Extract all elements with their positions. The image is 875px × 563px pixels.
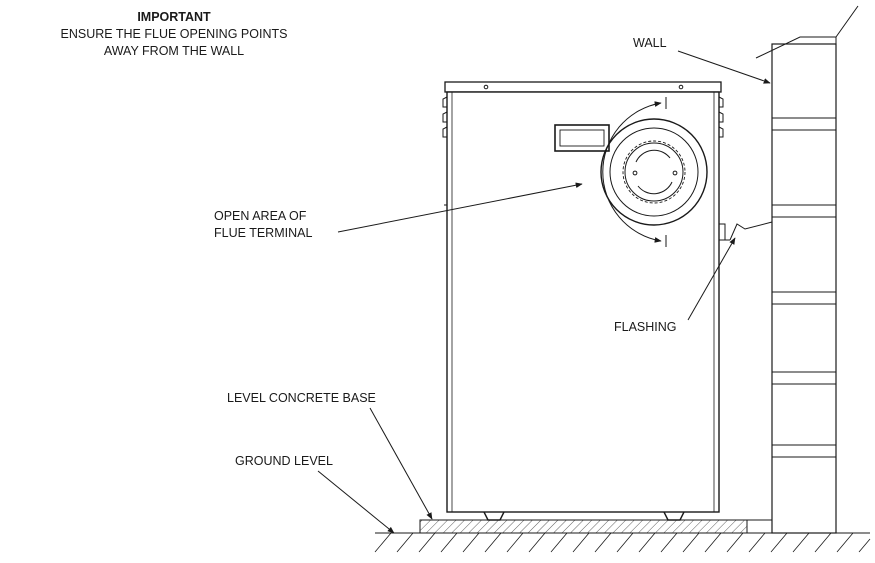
notice-line-2: AWAY FROM THE WALL [104, 44, 244, 58]
open-area-leader [337, 182, 583, 233]
right-foot [663, 511, 685, 521]
ground [374, 532, 871, 553]
notice-line-1: ENSURE THE FLUE OPENING POINTS [61, 27, 288, 41]
label-concrete-base: LEVEL CONCRETE BASE [227, 391, 376, 405]
notice-heading: IMPORTANT [137, 10, 211, 24]
ground-hatching [374, 532, 871, 553]
flashing-leader [687, 237, 736, 321]
wall-leader [677, 50, 771, 84]
label-open-area-1: OPEN AREA OF [214, 209, 307, 223]
left-foot [483, 511, 505, 521]
open-area-arc [602, 101, 662, 243]
right-louvres [718, 96, 724, 138]
concrete-base [419, 519, 748, 534]
wall [747, 5, 859, 534]
label-flashing: FLASHING [614, 320, 677, 334]
flue-terminal [600, 118, 708, 226]
ground-level-leader [317, 470, 395, 534]
label-open-area-2: FLUE TERMINAL [214, 226, 312, 240]
label-ground-level: GROUND LEVEL [235, 454, 333, 468]
boiler-cabinet [442, 81, 726, 521]
left-louvres [442, 96, 448, 138]
flashing [729, 221, 773, 241]
concrete-base-leader [369, 407, 433, 520]
label-wall: WALL [633, 36, 667, 50]
